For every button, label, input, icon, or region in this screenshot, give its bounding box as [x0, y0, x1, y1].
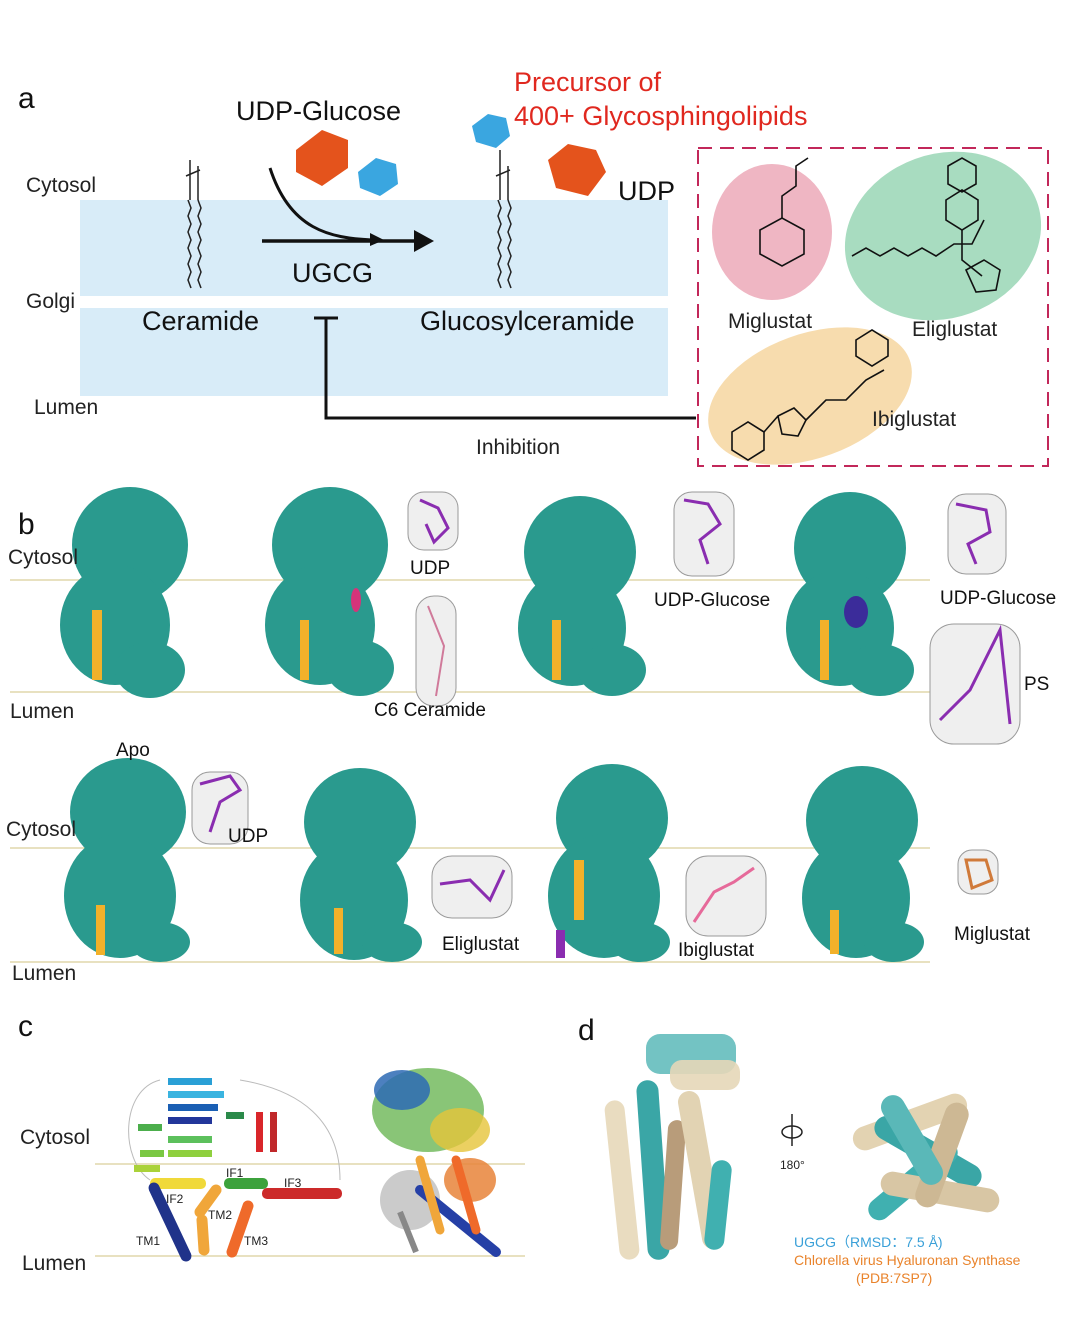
- precursor-line1: Precursor of: [514, 67, 662, 97]
- precursor-line2: 400+ Glycosphingolipids: [514, 101, 808, 131]
- density-udp-glucose-ps: [786, 492, 914, 696]
- inhibition-label: Inhibition: [476, 436, 561, 459]
- density-udp-c6ceramide: [265, 487, 394, 696]
- udp-glucose-hexagon-blue: [358, 158, 398, 196]
- cytosol-label-c: Cytosol: [20, 1126, 91, 1149]
- ligand-c6-ceramide-label: C6 Ceramide: [374, 700, 486, 721]
- helix-label-if1: IF1: [226, 1166, 244, 1180]
- density-apo: [60, 487, 188, 698]
- ligand-udp-glucose-label-2: UDP-Glucose: [940, 588, 1057, 609]
- drug-ibiglustat: Ibiglustat: [872, 408, 957, 431]
- rotation-label: 180°: [780, 1158, 805, 1172]
- legend-pdb-id: (PDB:7SP7): [856, 1270, 933, 1286]
- inhibitor-box: [697, 147, 1049, 467]
- ligand-udp-label: UDP: [410, 558, 451, 579]
- ibiglustat-bg: [708, 327, 912, 465]
- miglustat-bg: [712, 164, 832, 300]
- helix-label-if2: IF2: [166, 1192, 184, 1206]
- helix-label-tm3: TM3: [244, 1234, 268, 1248]
- ribbon-structure: [372, 1068, 501, 1257]
- udp-glucose-hexagon-orange: [296, 130, 348, 186]
- panel-b-letter: b: [18, 508, 35, 541]
- density-ibiglustat: [548, 764, 670, 962]
- udp-glucose-label: UDP-Glucose: [236, 96, 402, 126]
- drug-miglustat: Miglustat: [728, 310, 813, 333]
- lumen-label-b2: Lumen: [12, 962, 77, 985]
- ligand-udp-glucose-label-1: UDP-Glucose: [654, 590, 771, 611]
- glucosylceramide-label: Glucosylceramide: [420, 306, 635, 336]
- membrane-upper-leaflet: [80, 200, 668, 296]
- ligand-udp-label-row2: UDP: [228, 826, 269, 847]
- ceramide-label: Ceramide: [142, 306, 260, 336]
- panel-d-letter: d: [578, 1014, 595, 1047]
- density-miglustat: [802, 766, 924, 962]
- panel-a-letter: a: [18, 82, 35, 115]
- helix-label-tm1: TM1: [136, 1234, 160, 1248]
- cytosol-label-b1: Cytosol: [8, 546, 79, 569]
- eliglustat-bg: [844, 151, 1042, 321]
- superposition-top-view: [852, 1093, 1000, 1221]
- density-apo-udp: [64, 758, 190, 962]
- cytosol-label-b2: Cytosol: [6, 818, 77, 841]
- ceramide-lipid: [185, 160, 202, 289]
- lumen-label-c: Lumen: [22, 1252, 87, 1275]
- panel-c-letter: c: [18, 1010, 33, 1043]
- rotation-symbol: [781, 1114, 803, 1146]
- udp-hexagon-orange: [548, 144, 606, 196]
- helix-label-tm2: TM2: [208, 1208, 232, 1222]
- drug-eliglustat: Eliglustat: [912, 318, 998, 341]
- udp-label-a: UDP: [618, 176, 676, 206]
- legend-hyaluronan-synthase: Chlorella virus Hyaluronan Synthase: [794, 1252, 1021, 1268]
- apo-label: Apo: [116, 740, 150, 761]
- ligand-ibiglustat-label: Ibiglustat: [678, 940, 755, 961]
- udp-glucose-arrow: [268, 167, 373, 242]
- membrane-lower-leaflet: [80, 308, 668, 396]
- ligand-miglustat-label: Miglustat: [954, 924, 1031, 945]
- glucosylceramide-lipid: [495, 150, 512, 289]
- density-udp-glucose: [518, 496, 646, 696]
- helix-label-if3: IF3: [284, 1176, 302, 1190]
- density-eliglustat: [300, 768, 422, 962]
- legend-ugcg: UGCG（RMSD：7.5 Å): [794, 1234, 943, 1250]
- molecule-structures: [731, 157, 1001, 461]
- ligand-densities-row1: [407, 491, 1021, 745]
- glucose-hexagon-blue: [472, 114, 510, 148]
- ligand-eliglustat-label: Eliglustat: [442, 934, 520, 955]
- ugcg-label: UGCG: [292, 258, 373, 288]
- topology-diagram: [128, 1078, 342, 1262]
- golgi-label: Golgi: [26, 290, 76, 313]
- ligand-ps-label: PS: [1024, 674, 1050, 695]
- lumen-label-b1: Lumen: [10, 700, 75, 723]
- superposition-side-view: [604, 1034, 740, 1260]
- lumen-label-a: Lumen: [34, 396, 99, 419]
- inhibition-line: [324, 318, 696, 420]
- cytosol-label-a: Cytosol: [26, 174, 97, 197]
